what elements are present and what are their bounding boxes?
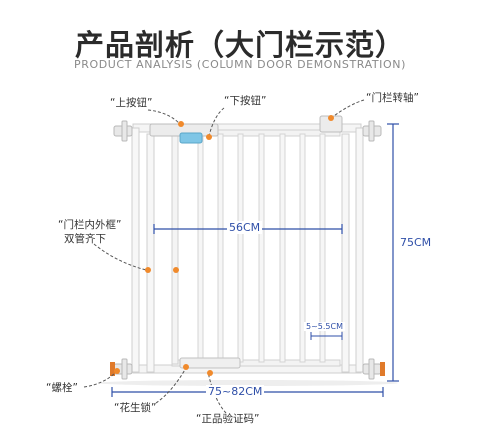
dim-gap: 5~5.5CM: [304, 322, 346, 331]
marker-top-button: [178, 121, 184, 127]
dim-height: 75CM: [398, 236, 434, 249]
label-lower-button: “下按钮”: [224, 95, 267, 107]
right-frame-inner: [341, 133, 350, 373]
marker-lower-button: [206, 134, 212, 140]
leader-lines: [83, 99, 365, 414]
marker-frame-inner: [173, 267, 179, 273]
door-left-post: [171, 131, 179, 365]
label-top-button: “上按钮”: [110, 97, 153, 109]
peanut-lock-housing: [179, 357, 241, 369]
floor-shadow: [98, 380, 398, 386]
label-hinge: “门栏转轴”: [366, 92, 419, 104]
page-subtitle: PRODUCT ANALYSIS (COLUMN DOOR DEMONSTRAT…: [73, 58, 407, 71]
page-title: 产品剖析（大门栏示范）: [74, 28, 405, 62]
lower-button: [179, 132, 203, 144]
marker-bolt: [114, 368, 120, 374]
marker-lock: [183, 364, 189, 370]
wall-pad-left: [110, 362, 115, 376]
wall-pad-right: [380, 362, 385, 376]
left-frame-outer: [131, 127, 140, 373]
dim-inner-width: 56CM: [227, 221, 263, 234]
marker-frame-outer: [145, 267, 151, 273]
label-bolt: “螺栓”: [46, 382, 78, 394]
label-lock: “花生锁”: [114, 402, 157, 414]
dim-overall-width: 75~82CM: [206, 385, 265, 398]
label-verify: “正品验证码”: [196, 413, 260, 425]
right-frame-outer: [355, 127, 364, 373]
marker-verify: [207, 370, 213, 376]
callout-markers: [114, 115, 334, 376]
label-frame-sub: 双管齐下: [64, 233, 106, 245]
left-frame-inner: [146, 133, 155, 373]
pressure-bolts: [113, 120, 382, 380]
label-frame: “门栏内外框”: [58, 219, 122, 231]
marker-hinge: [328, 115, 334, 121]
